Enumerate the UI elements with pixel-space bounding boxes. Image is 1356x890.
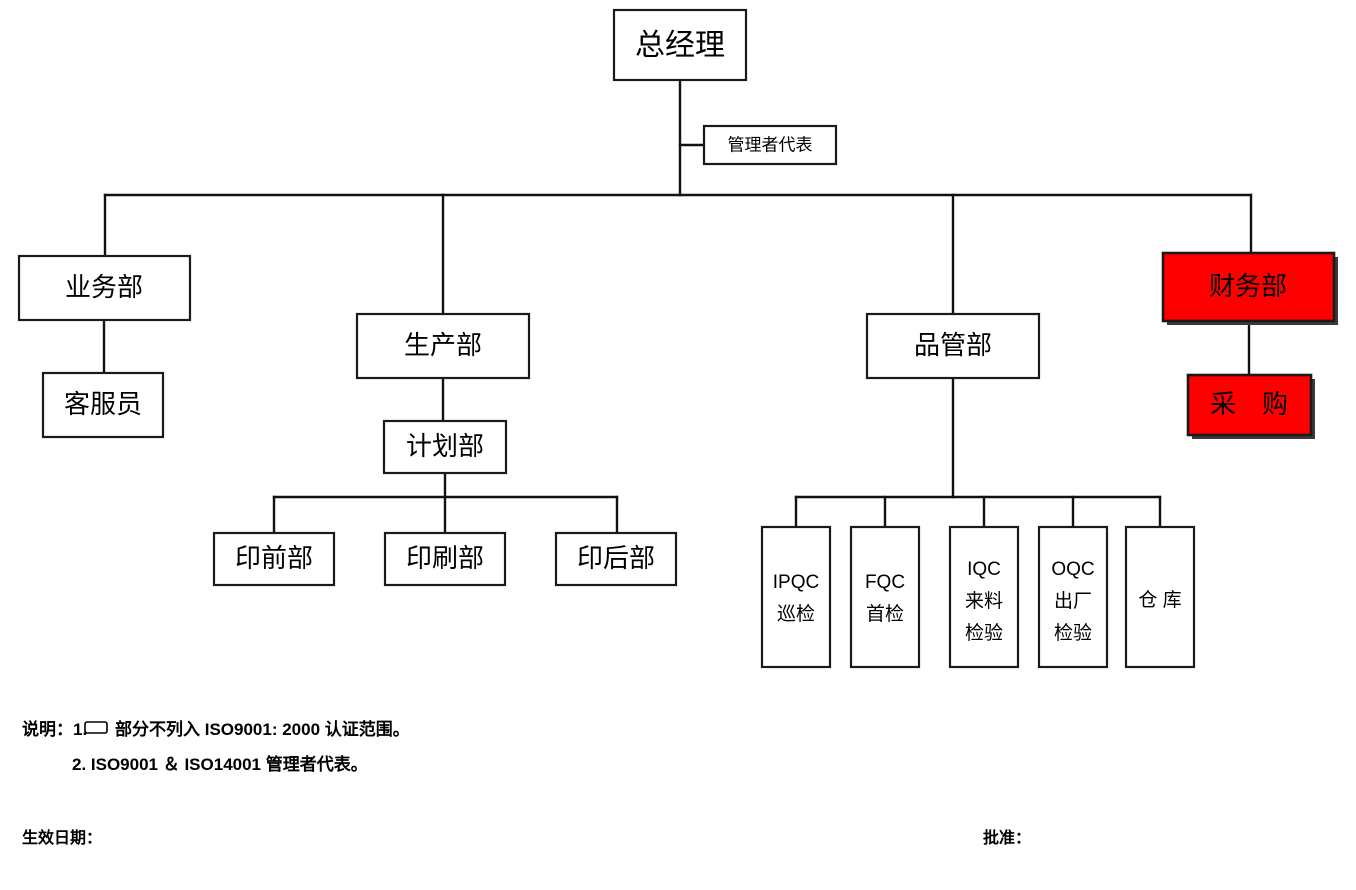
legend-rectangle-icon (84, 721, 108, 734)
node-finance-department-label: 财务部 (1209, 271, 1287, 301)
node-production-department-box (355, 312, 531, 380)
note-line1-prefix: 说明：1. (22, 719, 87, 739)
node-general-manager-label: 总经理 (635, 29, 725, 62)
node-ipqc-box (760, 525, 832, 669)
node-finance-department-box (1161, 251, 1336, 323)
node-production-department[interactable]: 生产部 (355, 312, 531, 380)
node-ipqc-label-line2: 巡检 (777, 603, 815, 625)
node-oqc-label-line2: 出厂 (1054, 590, 1092, 612)
node-postpress-department-label: 印后部 (577, 543, 655, 573)
note-line1-text: 部分不列入 ISO9001: 2000 认证范围。 (115, 719, 410, 739)
node-general-manager-box (612, 8, 748, 82)
node-press-department[interactable]: 印刷部 (383, 531, 507, 587)
node-prepress-department-label: 印前部 (235, 543, 313, 573)
notes-block: 说明：1. 部分不列入 ISO9001: 2000 认证范围。 2. ISO90… (22, 719, 410, 774)
node-prepress-department-box (212, 531, 336, 587)
node-prepress-department[interactable]: 印前部 (212, 531, 336, 587)
node-oqc[interactable]: OQC 出厂 检验 (1037, 525, 1109, 669)
node-warehouse-label: 仓 库 (1138, 589, 1181, 611)
node-postpress-department-box (554, 531, 678, 587)
node-oqc-label-line1: OQC (1051, 559, 1094, 580)
node-oqc-label-line3: 检验 (1054, 622, 1092, 644)
node-finance-department[interactable]: 财务部 (1161, 251, 1338, 325)
node-customer-service[interactable]: 客服员 (41, 371, 165, 439)
footer-block: 生效日期： 批准： (22, 828, 1031, 847)
node-oqc-box (1037, 525, 1109, 669)
node-postpress-department[interactable]: 印后部 (554, 531, 678, 587)
node-press-department-label: 印刷部 (406, 543, 484, 573)
node-iqc[interactable]: IQC 来料 检验 (948, 525, 1020, 669)
node-planning-department-label: 计划部 (406, 431, 484, 461)
node-ipqc[interactable]: IPQC 巡检 (760, 525, 832, 669)
node-fqc-box (849, 525, 921, 669)
node-purchasing[interactable]: 采 购 (1186, 373, 1315, 439)
node-management-representative-label: 管理者代表 (728, 135, 813, 154)
node-quality-department-label: 品管部 (914, 330, 992, 360)
node-general-manager[interactable]: 总经理 (612, 8, 748, 82)
connectors (102, 78, 1253, 535)
node-customer-service-label: 客服员 (64, 389, 142, 419)
node-iqc-label-line2: 来料 (965, 590, 1003, 612)
note-line2-text: 2. ISO9001 ＆ ISO14001 管理者代表。 (72, 754, 368, 774)
node-iqc-label-line3: 检验 (965, 622, 1003, 644)
node-fqc-label-line2: 首检 (866, 603, 904, 625)
node-sales-department-label: 业务部 (65, 272, 143, 302)
node-warehouse[interactable]: 仓 库 (1124, 525, 1196, 669)
node-iqc-label-line1: IQC (967, 559, 1001, 580)
node-purchasing-label: 采 购 (1210, 389, 1288, 419)
node-planning-department[interactable]: 计划部 (382, 419, 508, 475)
node-iqc-box (948, 525, 1020, 669)
effective-date-label: 生效日期： (22, 828, 102, 847)
node-press-department-box (383, 531, 507, 587)
node-quality-department[interactable]: 品管部 (865, 312, 1041, 380)
node-fqc-label-line1: FQC (865, 572, 905, 593)
node-planning-department-box (382, 419, 508, 475)
node-production-department-label: 生产部 (404, 330, 482, 360)
node-management-representative[interactable]: 管理者代表 (702, 124, 838, 166)
node-ipqc-label-line1: IPQC (773, 572, 819, 593)
node-management-representative-box (702, 124, 838, 166)
node-warehouse-box (1124, 525, 1196, 669)
node-customer-service-box (41, 371, 165, 439)
node-fqc[interactable]: FQC 首检 (849, 525, 921, 669)
node-sales-department[interactable]: 业务部 (17, 254, 192, 322)
node-sales-department-box (17, 254, 192, 322)
approval-label: 批准： (983, 828, 1031, 847)
node-quality-department-box (865, 312, 1041, 380)
node-purchasing-box (1186, 373, 1313, 437)
